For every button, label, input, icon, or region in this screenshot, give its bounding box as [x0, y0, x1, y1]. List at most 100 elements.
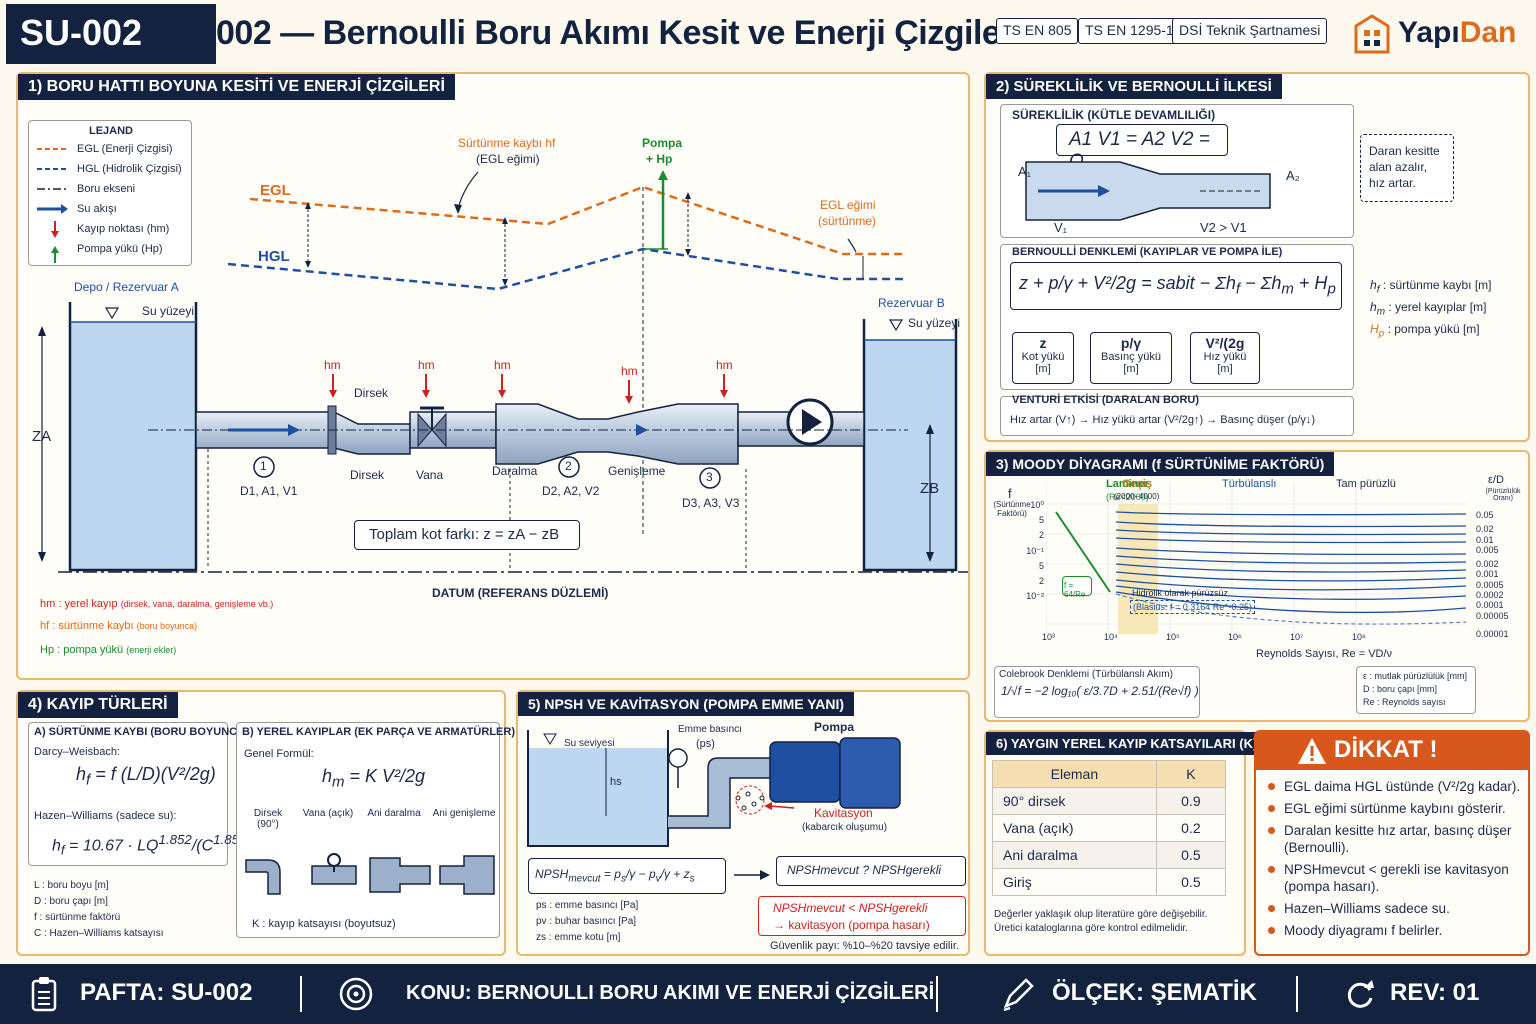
cavitation-sub: (kabarcık oluşumu)	[802, 822, 888, 833]
section-3-label: 3	[706, 470, 713, 484]
vana-label: Vana	[416, 468, 444, 482]
npsh-arrow-icon	[734, 870, 770, 880]
hs-label: hs	[610, 776, 622, 788]
ytick-4: 5	[1038, 560, 1044, 571]
k-cell-name: Ani daralma	[992, 841, 1157, 869]
sheet-tag: SU-002	[6, 4, 216, 64]
region-laminar-sub: (Re<2000)	[1106, 492, 1149, 502]
venturi-box	[1000, 396, 1354, 436]
fitting-elbow-label: Dirsek (90°)	[253, 808, 283, 830]
k-cell-name: Vana (açık)	[992, 814, 1157, 842]
def-zs: zs : emme kotu [m]	[536, 932, 621, 943]
eps-5: 0.001	[1476, 569, 1499, 580]
sheet-title: 002 — Bernoulli Boru Akımı Kesit ve Ener…	[216, 14, 1022, 52]
moody-ylabel: f	[1008, 486, 1012, 501]
pencil-icon	[1003, 978, 1034, 1012]
region-transition-sub: (2000–4000)	[1114, 492, 1160, 501]
hm-label-1: hm	[324, 358, 341, 372]
hazen-coeff: 10.67	[82, 837, 123, 855]
logo-building-icon	[1354, 14, 1390, 54]
continuity-title: SÜREKLİLİK (KÜTLE DEVAMLILIĞI)	[1012, 108, 1216, 122]
footer-bar: PAFTA: SU-002 KONU: BERNOULLI BORU AKIMI…	[0, 964, 1536, 1024]
continuity-equation: A1 V1 = A2 V2 = Q	[1056, 124, 1228, 172]
cavitation-label: Kavitasyon	[814, 806, 873, 820]
note-hp-sym: Hp	[40, 644, 55, 656]
footer-pafta: PAFTA: SU-002	[80, 979, 253, 1006]
npsh-drawing	[527, 730, 901, 847]
v-relation: V2 > V1	[1200, 220, 1247, 235]
fitting-valve-label: Vana (açık)	[302, 808, 354, 819]
hm-label-4: hm	[621, 364, 638, 378]
continuity-pipe	[1025, 161, 1271, 221]
warning-title: DİKKAT !	[1256, 732, 1528, 770]
legend-hgl: HGL (Hidrolik Çizgisi)	[77, 163, 182, 175]
side-note-hp-text: : pompa yükü [m]	[1387, 322, 1480, 336]
note-hm-text: : yerel kayıp	[58, 598, 118, 610]
list-item: NPSHmevcut < gerekli ise kavitasyon (pom…	[1266, 861, 1524, 895]
side-note-hm-text: : yerel kayıplar [m]	[1388, 300, 1487, 314]
panel-moody: 3) MOODY DİYAGRAMI (f SÜRTÜNİME FAKTÖRÜ)…	[984, 450, 1530, 722]
section-3-vars: D3, A3, V3	[682, 496, 740, 510]
legend-box: LEJAND EGL (Enerji Çizgisi) HGL (Hidroli…	[28, 120, 192, 266]
dirsek-label: Dirsek	[350, 468, 385, 482]
eps-7: 0.0002	[1476, 590, 1504, 601]
section-2-vars: D2, A2, V2	[542, 484, 600, 498]
total-head-box: Toplam kot farkı: z = zA − zB	[354, 520, 580, 550]
term-z-sym: z	[1039, 335, 1047, 351]
panel5-title: 5) NPSH VE KAVİTASYON (POMPA EMME YANI)	[518, 692, 855, 716]
footer-separator	[1296, 976, 1298, 1012]
moody-ylabel-sub: (Sürtünme Faktörü)	[993, 500, 1031, 518]
venturi-text: Hız artar (V↑) → Hız yükü artar (V²/2g↑)…	[1010, 414, 1316, 426]
k-cell-value: 0.9	[1155, 787, 1227, 815]
warning-list: EGL daima HGL üstünde (V²/2g kadar). EGL…	[1266, 778, 1524, 944]
a2-label: A₂	[1286, 168, 1300, 183]
note-hp: Hp : pompa yükü (enerji ekler)	[40, 644, 176, 656]
fittings-icons	[245, 853, 495, 895]
eps-2: 0.01	[1476, 534, 1494, 545]
datum-label: DATUM (REFERANS DÜZLEMİ)	[432, 586, 609, 600]
table-row: Vana (açık)0.2	[992, 814, 1227, 842]
moody-legend-eps: ε : mutlak pürüzlülük [mm]	[1363, 671, 1468, 681]
dirsek-top-label: Dirsek	[354, 386, 389, 400]
friction-sub: (EGL eğimi)	[476, 152, 540, 166]
list-item: Daralan kesitte hız artar, basınç düşer …	[1266, 822, 1524, 856]
egl-slope-sub: (sürtünme)	[818, 214, 877, 228]
venturi-title: VENTURİ ETKİSİ (DARALAN BORU)	[1012, 394, 1199, 406]
term-z-unit: [m]	[1035, 363, 1051, 375]
region-laminar: Laminer	[1106, 478, 1149, 490]
ytick-3: 10⁻¹	[1026, 545, 1044, 556]
k-header-element: Eleman	[992, 760, 1157, 788]
list-item: EGL daima HGL üstünde (V²/2g kadar).	[1266, 778, 1524, 795]
darcy-equation: hf = f (L/D)(V²/2g)	[76, 764, 216, 789]
logo-suffix: Dan	[1459, 16, 1517, 49]
note-hm: hm : yerel kayıp (dirsek, vana, daralma,…	[40, 598, 273, 610]
side-note-hp: Hp : pompa yükü [m]	[1370, 322, 1480, 340]
def-d: D : boru çapı [m]	[34, 896, 108, 907]
cavitation-condition: NPSHmevcut < NPSHgerekli	[773, 901, 928, 915]
xtick-4: 10⁷	[1290, 632, 1304, 642]
xtick-0: 10³	[1042, 632, 1056, 642]
list-item: Moody diyagramı f belirler.	[1266, 922, 1524, 939]
cavitation-warning-box: NPSHmevcut < NPSHgerekli → kavitasyon (p…	[758, 896, 966, 936]
water-surface-a: Su yüzeyi	[142, 304, 195, 318]
standard-dsi: DSİ Teknik Şartnamesi	[1172, 18, 1328, 44]
term-p-name: Basınç yükü	[1101, 351, 1161, 363]
warning-panel: DİKKAT ! EGL daima HGL üstünde (V²/2g ka…	[1254, 730, 1530, 956]
local-losses-box	[236, 722, 500, 938]
clipboard-icon	[31, 977, 57, 1012]
k-cell-name: 90° dirsek	[992, 787, 1157, 815]
section-2-label: 2	[565, 459, 572, 473]
npsh-defs: ps : emme basıncı [Pa] pv : buhar basınc…	[536, 898, 638, 946]
footer-rev: REV: 01	[1390, 979, 1480, 1006]
refresh-icon	[1347, 980, 1374, 1008]
section-drawing	[38, 170, 968, 573]
friction-box	[28, 722, 228, 866]
eps-label: ε/D	[1488, 474, 1504, 486]
k-cell-value: 0.2	[1155, 814, 1227, 842]
note-hf-sym: hf	[40, 620, 50, 632]
hm-label-5: hm	[716, 358, 733, 372]
